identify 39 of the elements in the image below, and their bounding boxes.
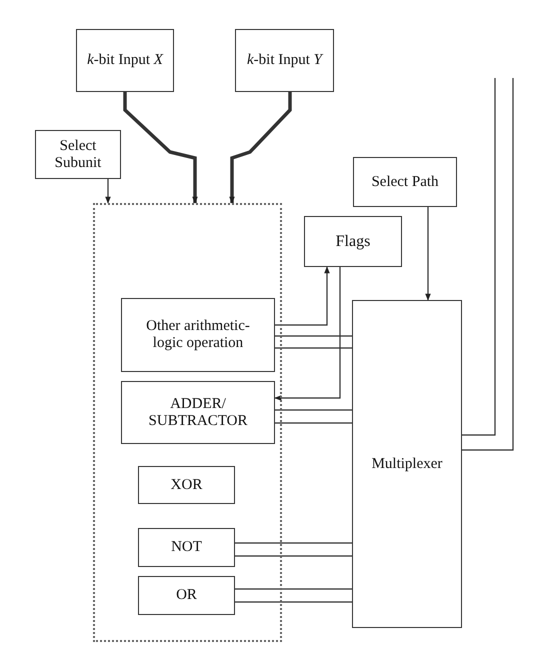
- block-label: Select Subunit: [54, 138, 102, 172]
- block-label: OR: [175, 587, 198, 604]
- block-box: [138, 466, 235, 504]
- signal-line: [275, 422, 352, 424]
- block-label: Other arithmetic-logic operation: [145, 318, 251, 352]
- bus-arrow: [123, 92, 198, 204]
- signal-line: [275, 409, 352, 411]
- block-box: [121, 381, 275, 444]
- block-label: Flags: [334, 232, 372, 250]
- block-box: [138, 528, 235, 567]
- arrow: [425, 207, 431, 301]
- block-label: k-bit Input Y: [246, 52, 324, 69]
- block-label: Multiplexer: [370, 456, 444, 472]
- signal-line: [235, 588, 352, 590]
- block-box: [121, 298, 275, 372]
- signal-line: [235, 542, 352, 544]
- block-box: [353, 157, 457, 207]
- signal-line: [275, 347, 352, 349]
- dotted-group-box: [93, 203, 282, 642]
- bus-arrow: [229, 92, 292, 204]
- signal-line: [462, 78, 514, 451]
- arrow: [274, 267, 341, 401]
- arrow: [105, 179, 111, 204]
- signal-line: [275, 335, 352, 337]
- block-box: [352, 300, 462, 628]
- block-box: [304, 216, 402, 267]
- signal-line: [235, 555, 352, 557]
- block-label: k-bit Input X: [86, 52, 164, 69]
- signal-line: [235, 601, 352, 603]
- block-label: ADDER/ SUBTRACTOR: [148, 396, 248, 430]
- block-box: [35, 130, 121, 179]
- block-label: Select Path: [370, 174, 440, 190]
- block-label: XOR: [170, 476, 204, 494]
- signal-line: [462, 78, 496, 436]
- block-label: NOT: [170, 539, 203, 556]
- arrow: [275, 266, 330, 326]
- block-box: [138, 576, 235, 615]
- block-box: [235, 29, 334, 92]
- block-box: [76, 29, 174, 92]
